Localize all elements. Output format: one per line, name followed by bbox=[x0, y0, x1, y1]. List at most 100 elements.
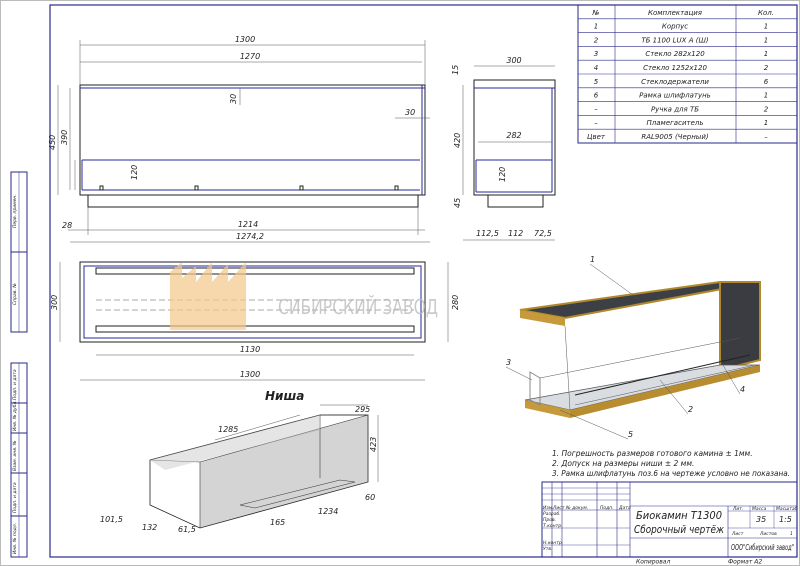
dimension-label: 30 bbox=[405, 108, 415, 117]
top-view: 1274,2 300 280 1130 1300 bbox=[50, 232, 460, 381]
table-cell: 2 bbox=[594, 36, 599, 44]
table-cell: 1 bbox=[764, 92, 768, 100]
side-stamps: Перв. примен. Справ. № Подп. и дата Инв.… bbox=[10, 171, 28, 558]
dimension-label: 280 bbox=[451, 295, 460, 310]
mass-label: Масса bbox=[752, 506, 767, 512]
table-header: Кол. bbox=[758, 9, 774, 17]
dimension-label: 420 bbox=[453, 133, 462, 148]
company-name: ООО"Сибирский завод" bbox=[731, 543, 794, 552]
col-label: Дата bbox=[618, 505, 631, 511]
dimension-label: 450 bbox=[48, 135, 57, 150]
note: 2. Допуск на размеры ниши ± 2 мм. bbox=[552, 459, 694, 468]
dimension-label: 72,5 bbox=[534, 229, 552, 238]
table-cell: 1 bbox=[764, 119, 768, 127]
dimension-label: 30 bbox=[229, 94, 238, 104]
row-label: Пров. bbox=[543, 517, 556, 523]
dimension-label: 1300 bbox=[235, 35, 255, 44]
dimension-label: 112 bbox=[508, 229, 523, 238]
sheets-value: 1 bbox=[790, 531, 793, 537]
table-cell: 2 bbox=[764, 64, 769, 72]
dimension-label: 60 bbox=[365, 493, 375, 502]
dimension-label: 61,5 bbox=[178, 525, 196, 534]
table-cell: Стекло 1252х120 bbox=[643, 64, 707, 72]
table-cell: – bbox=[594, 105, 598, 113]
dimension-label: 1214 bbox=[238, 220, 258, 229]
callout-leader bbox=[589, 263, 641, 301]
table-cell: Рамка шлифлатунь bbox=[639, 92, 711, 100]
watermark-text: СИБИРСКИЙ ЗАВОД bbox=[278, 295, 438, 319]
col-label: Изм. bbox=[543, 505, 554, 511]
dimension-label: 101,5 bbox=[100, 515, 123, 524]
title-block: Изм. Лист № докум. Подп. Дата Разраб. Пр… bbox=[541, 481, 798, 566]
table-cell: 4 bbox=[594, 64, 598, 72]
dimension-label: 282 bbox=[506, 131, 521, 140]
col-label: Лист bbox=[552, 505, 565, 511]
notes: 1. Погрешность размеров готового камина … bbox=[552, 449, 790, 478]
table-cell: Цвет bbox=[587, 133, 606, 141]
front-view: 1300 1270 30 30 450 390 120 28 1214 bbox=[48, 35, 430, 235]
dimension-label: 15 bbox=[451, 65, 460, 75]
product-name: Биокамин Т1300 bbox=[636, 510, 722, 522]
niche-view: Ниша 1285 295 423 60 1234 165 61,5 132 1… bbox=[100, 389, 379, 534]
table-header: Комплектация bbox=[648, 9, 702, 17]
table-cell: 6 bbox=[764, 78, 769, 86]
dimension-label: 1234 bbox=[318, 507, 338, 516]
dimension-label: 1130 bbox=[240, 345, 260, 354]
side-view: 300 15 420 282 120 45 112,5 112 72,5 bbox=[451, 56, 556, 241]
format-label: Формат А2 bbox=[728, 559, 762, 566]
callout-number: 5 bbox=[628, 430, 633, 439]
callout-number: 1 bbox=[590, 255, 595, 264]
note: 1. Погрешность размеров готового камина … bbox=[552, 449, 753, 458]
dimension-label: 423 bbox=[369, 437, 378, 452]
row-label: Т.контр. bbox=[543, 523, 563, 529]
table-cell: 2 bbox=[764, 105, 769, 113]
dimension-label: 132 bbox=[142, 523, 157, 532]
table-cell: 1 bbox=[764, 23, 768, 31]
callout-number: 3 bbox=[506, 358, 511, 367]
stamp-label: Взам. инв. № bbox=[12, 440, 18, 471]
table-cell: ТБ 1100 LUX A (Ш) bbox=[641, 36, 709, 44]
table-cell: 3 bbox=[594, 50, 598, 58]
dimension-label: 295 bbox=[355, 405, 370, 414]
table-header: № bbox=[591, 9, 599, 17]
col-label: № докум. bbox=[565, 505, 588, 511]
factory-logo-icon bbox=[170, 262, 246, 330]
dimension-label: 1270 bbox=[240, 52, 260, 61]
stamp-label: Справ. № bbox=[12, 283, 18, 305]
dimension-label: 1285 bbox=[218, 425, 238, 434]
table-cell: – bbox=[764, 133, 768, 141]
callout-leader bbox=[505, 366, 533, 381]
document-type: Сборочный чертёж bbox=[634, 524, 724, 536]
stamp-label: Перв. примен. bbox=[12, 194, 18, 228]
dimension-label: 45 bbox=[453, 198, 462, 208]
table-cell: 1 bbox=[764, 50, 768, 58]
company-watermark: СИБИРСКИЙ ЗАВОД bbox=[170, 262, 438, 330]
stamp-label: Подп. и дата bbox=[12, 369, 18, 400]
callout-leader bbox=[659, 379, 689, 415]
mass-value: 35 bbox=[756, 515, 766, 524]
dimension-label: 112,5 bbox=[476, 229, 499, 238]
row-label: Утв. bbox=[543, 546, 552, 552]
dimension-label: 390 bbox=[60, 130, 69, 145]
sheets-label: Листов bbox=[759, 531, 777, 537]
callout-number: 2 bbox=[688, 405, 693, 414]
scale-label: Масштаб bbox=[776, 506, 798, 512]
isometric-view: 1 2 3 4 5 bbox=[505, 255, 761, 440]
note: 3. Рамка шлифлатунь поз.6 на чертеже усл… bbox=[552, 469, 790, 478]
table-cell: – bbox=[594, 119, 598, 127]
callout-number: 4 bbox=[740, 385, 745, 394]
stamp-label: Подп. и дата bbox=[12, 482, 18, 513]
row-label: Н.контр. bbox=[543, 540, 563, 546]
dimension-label: 1274,2 bbox=[236, 232, 264, 241]
table-cell: Стеклодержатели bbox=[641, 78, 709, 86]
table-cell: 1 bbox=[594, 23, 598, 31]
table-cell: Ручка для ТБ bbox=[651, 105, 699, 113]
table-cell: 6 bbox=[594, 92, 599, 100]
stamp-label: Инв. № дубл. bbox=[12, 400, 18, 431]
row-label: Разраб. bbox=[543, 511, 561, 517]
table-cell: 1 bbox=[764, 36, 768, 44]
sheet-label: Лист bbox=[731, 531, 744, 537]
drawing-frame bbox=[49, 4, 798, 558]
